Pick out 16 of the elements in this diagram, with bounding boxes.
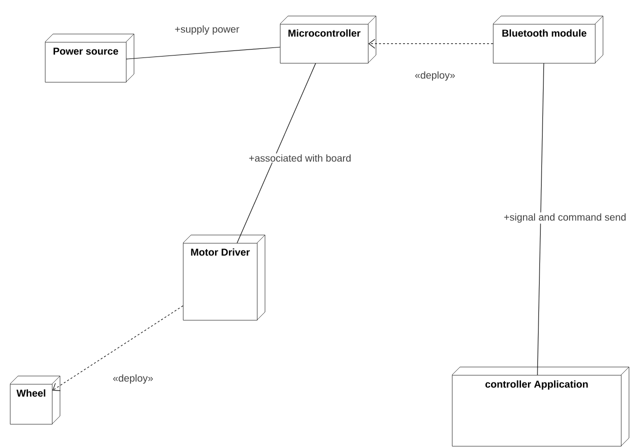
- connector-line: [236, 63, 316, 244]
- arrow: [368, 38, 494, 48]
- node-box: Power source: [44, 34, 134, 82]
- arrow: [52, 306, 184, 392]
- edge-label: «deploy»: [112, 373, 154, 385]
- connector-line: [126, 46, 280, 60]
- node-box: Wheel: [10, 376, 60, 424]
- node-box: controller Application: [452, 366, 630, 446]
- node-box: Microcontroller: [280, 16, 376, 64]
- edge-label: +associated with board: [248, 153, 352, 163]
- edge-label: «deploy»: [414, 70, 456, 82]
- edge-label: +signal and command send: [502, 212, 628, 224]
- edge-label: +supply power: [174, 24, 240, 36]
- node-box: Motor Driver: [182, 234, 266, 320]
- node-box: Bluetooth module: [492, 16, 604, 64]
- connector-line: [537, 63, 544, 376]
